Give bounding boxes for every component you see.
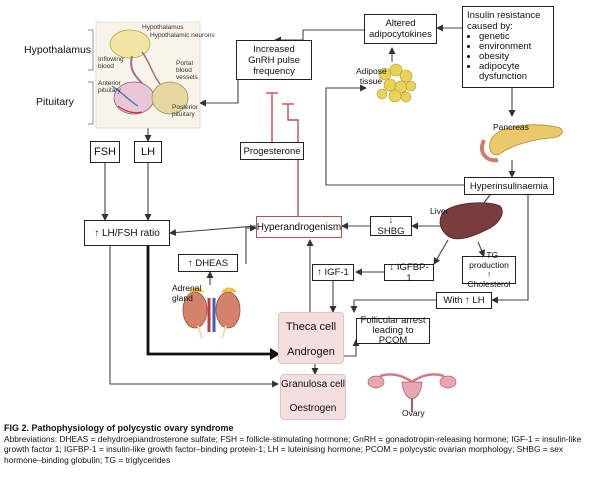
node-hyperandrogenism: Hyperandrogenism [256,216,342,238]
bracket-pituitary [88,81,94,125]
insulin-title: Insulin resistance caused by: [467,10,541,32]
brain-label-posterior-pituitary: Posterior pituitary [172,104,199,118]
node-progesterone: Progesterone [240,142,304,160]
label-adrenal: Adrenal gland [172,283,202,303]
arrowhead-lh-to-androgen [270,348,280,360]
ovary-uterus-illustration [367,373,457,412]
node-dheas: ↑ DHEAS [178,254,238,272]
label-pituitary: Pituitary [36,96,74,108]
node-igf1: ↑ IGF-1 [312,264,354,281]
label-hypothalamus: Hypothalamus [24,44,92,56]
brain-label-hypothalamic-neurons: Hypothalamic neurons [150,32,215,39]
node-fsh: FSH [90,141,120,163]
adrenal-kidney-illustration [182,287,241,339]
oestrogen-label: Oestrogen [289,403,337,414]
arrow-hyperandrogenism-to-ratio [169,225,257,237]
brain-pituitary-illustration [95,21,201,129]
label-liver: Liver [430,206,449,216]
node-gnrh: Increased GnRH pulse frequency [236,40,312,80]
theca-androgen-group: Theca cell Androgen [278,312,344,364]
inhibit-hyperandrogenism-progesterone [287,104,299,216]
node-insulin-resistance: Insulin resistance caused by: genetic en… [462,6,554,88]
label-adipose: Adipose tissue [356,66,387,86]
brain-label-anterior-pituitary: Anterior pituitary [98,80,121,94]
insulin-cause-item: obesity [479,52,549,62]
arrow-with-lh-to-theca [350,299,436,313]
node-follicular-arrest: Follicular arrest leading to PCOM [356,316,430,346]
node-lh: LH [134,141,162,163]
insulin-cause-item: adipocyte dysfunction [479,62,549,82]
granulosa-cell-label: Granulosa cell [281,379,345,390]
figure-caption: FIG 2. Pathophysiology of polycystic ova… [4,423,600,465]
arrow-ratio-to-granulosa [109,246,279,388]
node-shbg: ↓ SHBG [370,215,412,237]
insulin-causes-list: genetic environment obesity adipocyte dy… [467,32,549,82]
arrow-liver-to-igfbp1 [433,239,449,265]
node-with-lh: With ↑ LH [436,292,492,309]
arrow-androgen-to-follicular [344,339,360,357]
arrow-adipocytokines-to-gnrh [274,29,364,44]
arrow-liver-to-tg [477,241,485,257]
label-pancreas: Pancreas [493,122,529,132]
brain-label-inflowing-blood: Inflowing blood [98,56,124,70]
arrow-gnrh-to-pituitary [199,80,239,107]
caption-title: FIG 2. Pathophysiology of polycystic ova… [4,423,234,433]
arrow-dheas-to-hyperandrogenism [245,224,257,264]
node-adipocytokines: Altered adipocytokines [364,14,437,44]
androgen-label: Androgen [287,346,335,358]
node-igfbp1: ↓ IGFBP-1 [384,262,434,284]
liver-illustration [439,202,503,240]
granulosa-oestrogen-group: Granulosa cell Oestrogen [280,374,346,420]
node-tg-cholesterol: ↑ TG production ↑ Cholesterol [462,250,516,288]
insulin-cause-item: environment [479,42,549,52]
brain-label-portal-blood-vessels: Portal blood vessels [176,60,198,81]
bracket-hypothalamus [88,29,94,71]
caption-abbreviations: Abbreviations: DHEAS = dehydroepiandrost… [4,434,582,465]
arrow-hyperinsulinaemia-to-with-lh [491,195,529,304]
arrow-hyperinsulinaemia-to-adipose [325,84,464,186]
label-ovary: Ovary [402,408,425,418]
arrow-lh-to-androgen [146,246,272,356]
pancreas-illustration [479,124,563,163]
insulin-cause-item: genetic [479,32,549,42]
theca-cell-label: Theca cell [285,321,337,333]
node-hyperinsulinaemia: Hyperinsulinaemia [464,177,554,195]
adipose-tissue-illustration [376,63,417,103]
node-lh-fsh-ratio: ↑ LH/FSH ratio [84,220,170,246]
brain-label-hypothalamus: Hypothalamus [142,24,184,31]
